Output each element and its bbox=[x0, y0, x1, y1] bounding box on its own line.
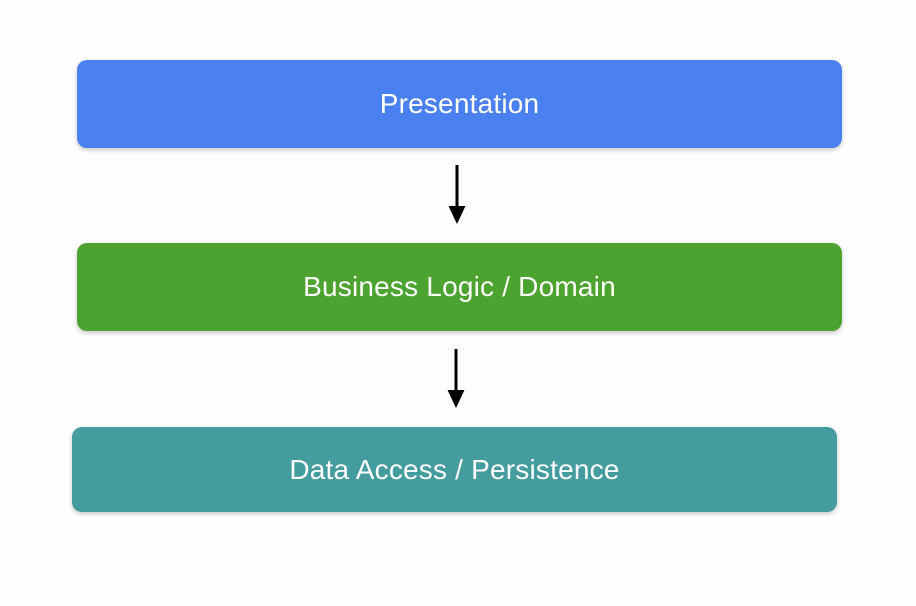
layer-box-data-access: Data Access / Persistence bbox=[72, 427, 837, 512]
layer-box-presentation: Presentation bbox=[77, 60, 842, 148]
arrow-down-icon bbox=[448, 165, 466, 224]
layer-label-presentation: Presentation bbox=[379, 88, 540, 119]
layer-label-business-logic: Business Logic / Domain bbox=[303, 271, 616, 302]
arrow-head bbox=[448, 206, 466, 224]
arrow-down-icon bbox=[447, 349, 465, 408]
arrow-head bbox=[447, 390, 465, 408]
layer-label-data-access: Data Access / Persistence bbox=[289, 453, 620, 485]
layer-box-business-logic: Business Logic / Domain bbox=[77, 243, 842, 331]
